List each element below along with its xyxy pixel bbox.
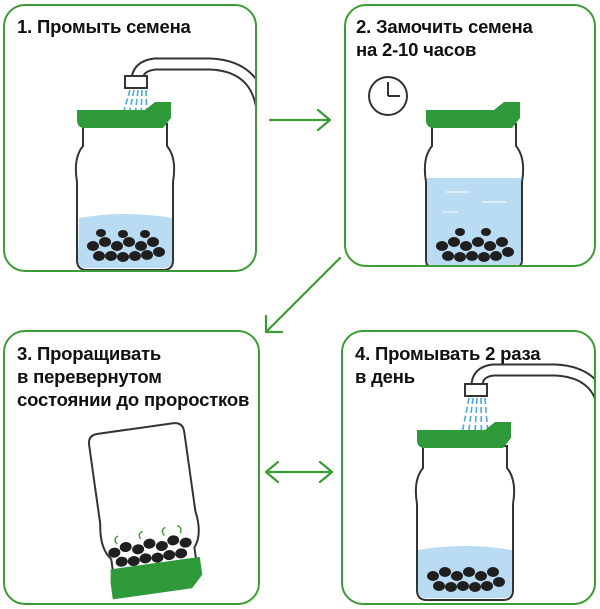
arrow-icon: [268, 108, 332, 132]
arrow-icon: [264, 256, 342, 334]
step-4-line-1: 4. Промывать 2 раза: [355, 343, 541, 364]
jar-icon: [74, 102, 176, 270]
faucet-icon: [464, 363, 594, 399]
step-3-panel: 3. Проращивать в перевернутом состоянии …: [3, 330, 260, 605]
step-4-panel: 4. Промывать 2 раза в день: [341, 330, 596, 605]
step-3-line-1: 3. Проращивать: [17, 343, 162, 364]
step-4-illustration: [414, 363, 594, 601]
step-2-line-2: на 2-10 часов: [356, 39, 477, 60]
step-3-title: 3. Проращивать в перевернутом состоянии …: [17, 342, 249, 411]
clock-icon: [368, 76, 408, 116]
step-1-panel: 1. Промыть семена: [3, 4, 257, 272]
arrow-icon: [264, 460, 334, 484]
step-3-line-2: в перевернутом: [17, 366, 162, 387]
seeds-icon: [87, 229, 165, 262]
seeds-icon: [436, 228, 514, 262]
seeds-icon: [108, 535, 192, 567]
seeds-icon: [427, 567, 505, 592]
faucet-icon: [124, 57, 255, 107]
step-2-illustration: [368, 76, 525, 265]
step-2-panel: 2. Замочить семена на 2-10 часов: [344, 4, 596, 267]
step-1-illustration: [74, 57, 255, 270]
jar-icon: [87, 422, 203, 600]
step-4-title: 4. Промывать 2 раза в день: [355, 342, 541, 388]
jar-icon: [414, 422, 516, 601]
step-2-title: 2. Замочить семена на 2-10 часов: [356, 15, 533, 61]
step-1-line-1: 1. Промыть семена: [17, 16, 191, 37]
step-4-line-2: в день: [355, 366, 415, 387]
step-3-illustration: [87, 422, 203, 600]
step-3-line-3: состоянии до проростков: [17, 389, 250, 410]
step-1-title: 1. Промыть семена: [17, 15, 191, 38]
jar-icon: [423, 102, 525, 265]
step-2-line-1: 2. Замочить семена: [356, 16, 533, 37]
